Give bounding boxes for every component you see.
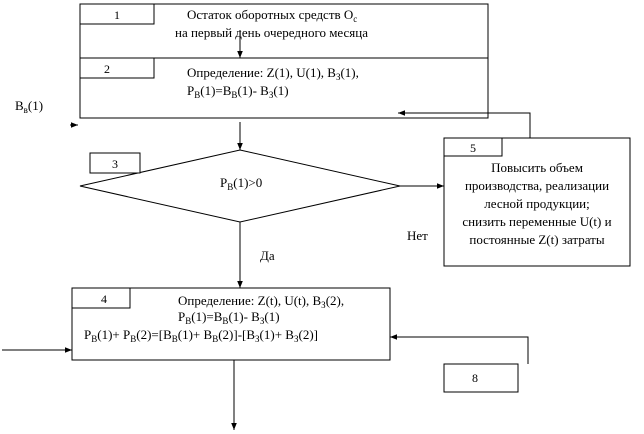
block-4: 4 Определение: Z(t), U(t), ВЗ(2), РВ(1)=… [71, 287, 391, 361]
block-1-line-2: на первый день очередного месяца [175, 25, 368, 40]
block-3: 3 РВ(1)>0 [79, 149, 401, 223]
block-8: 8 [443, 363, 519, 393]
block-5-line-3: лесной продукции; [484, 196, 590, 211]
block-1-number: 1 [114, 8, 120, 22]
block-5-number-box [443, 137, 503, 157]
block-5-frame [443, 137, 631, 267]
block-2-line-1: Определение: Z(1), U(1), ВЗ(1), [187, 65, 359, 82]
block-4-number-box [71, 287, 131, 309]
block-5-line-2: производства, реализации [465, 178, 609, 193]
block-1-number-box [79, 3, 155, 25]
label-yes: Да [260, 248, 275, 263]
block-3-number: 3 [112, 157, 118, 171]
block-5-number: 5 [470, 141, 476, 155]
arrow-5-to-2 [398, 110, 531, 138]
decision-condition: РВ(1)>0 [220, 175, 262, 192]
block-4-line-3: РВ(1)+ РВ(2)=[ВВ(1)+ ВВ(2)]-[ВЗ(1)+ ВЗ(2… [84, 327, 318, 344]
block-2-number: 2 [104, 62, 110, 76]
block-4-line-1: Определение: Z(t), U(t), ВЗ(2), [178, 293, 344, 310]
block-5-line-4: снизить переменные U(t) и [462, 214, 611, 229]
block-5-line-5: постоянные Z(t) затраты [469, 232, 604, 247]
block-8-number: 8 [472, 371, 478, 385]
block-1-line-1: Остаток оборотных средств Оc [187, 7, 357, 24]
block-2: 2 Определение: Z(1), U(1), ВЗ(1), РВ(1)=… [79, 57, 489, 119]
block-2-number-box [79, 57, 155, 79]
block-4-line-2: РВ(1)=ВВ(1)- ВЗ(1) [178, 309, 280, 326]
block-5: 5 Повысить объем производства, реализаци… [443, 137, 631, 267]
block-4-number: 4 [101, 292, 107, 306]
block-5-line-1: Повысить объем [491, 160, 583, 175]
block-2-line-2: РВ(1)=ВВ(1)- ВЗ(1) [187, 83, 289, 100]
label-no: Нет [407, 228, 428, 243]
block-3-number-box [89, 152, 141, 174]
block-1: 1 Остаток оборотных средств Оc на первый… [79, 3, 489, 59]
input-label-bv: Вв(1) [15, 98, 43, 115]
arrow-right-to-4 [390, 334, 529, 342]
block-8-frame [443, 363, 519, 393]
